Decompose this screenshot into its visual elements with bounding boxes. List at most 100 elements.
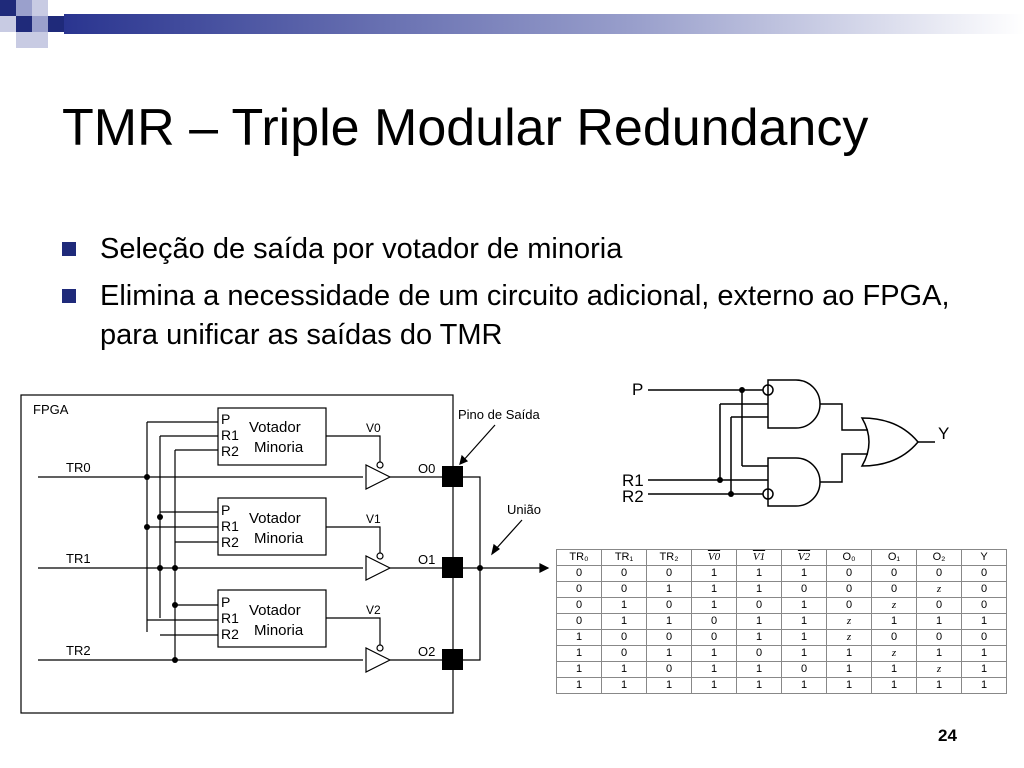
gate-input-r2: R2 bbox=[622, 487, 644, 506]
table-cell: z bbox=[871, 645, 917, 662]
table-cell: z bbox=[871, 597, 917, 614]
table-cell: 1 bbox=[556, 629, 602, 646]
output-label-o1: O1 bbox=[418, 552, 435, 567]
pin-label: Pino de Saída bbox=[458, 407, 540, 422]
minority-voter-gate-diagram: P R1 R2 Y bbox=[622, 379, 949, 507]
input-label-tr1: TR1 bbox=[66, 551, 91, 566]
table-cell: 0 bbox=[871, 565, 917, 582]
table-cell: 1 bbox=[601, 613, 647, 630]
table-cell: 1 bbox=[826, 677, 872, 694]
table-cell: 1 bbox=[781, 565, 827, 582]
port-label-r1: R1 bbox=[221, 518, 239, 534]
table-cell: 1 bbox=[601, 677, 647, 694]
table-cell: 0 bbox=[646, 597, 692, 614]
table-cell: 0 bbox=[691, 629, 737, 646]
table-cell: 1 bbox=[916, 645, 962, 662]
table-cell: 1 bbox=[691, 565, 737, 582]
port-label-r2: R2 bbox=[221, 626, 239, 642]
voter-subtitle: Minoria bbox=[254, 439, 304, 456]
bullet-text: Seleção de saída por votador de minoria bbox=[100, 233, 623, 265]
fpga-circuit-diagram: FPGA Pino de Saída União TR0 TR1 TR2 V0 … bbox=[20, 394, 550, 714]
table-cell: 0 bbox=[826, 565, 872, 582]
port-label-p: P bbox=[221, 411, 230, 427]
table-cell: 0 bbox=[871, 581, 917, 598]
page-number: 24 bbox=[938, 726, 957, 745]
gate-input-r1: R1 bbox=[622, 471, 644, 490]
voter-subtitle: Minoria bbox=[254, 622, 304, 639]
column-header: TR₂ bbox=[646, 549, 692, 566]
voter-title: Votador bbox=[249, 510, 301, 527]
table-cell: 1 bbox=[646, 677, 692, 694]
bullet-list: Seleção de saída por votador de minoria … bbox=[62, 230, 982, 363]
output-label-o0: O0 bbox=[418, 461, 435, 476]
table-cell: 1 bbox=[646, 581, 692, 598]
voter-out-v2: V2 bbox=[366, 603, 381, 617]
table-cell: 1 bbox=[556, 661, 602, 678]
table-cell: 0 bbox=[601, 629, 647, 646]
table-cell: 0 bbox=[736, 645, 782, 662]
table-cell: z bbox=[916, 581, 962, 598]
table-cell: 1 bbox=[916, 677, 962, 694]
table-cell: 0 bbox=[961, 581, 1007, 598]
table-cell: 1 bbox=[736, 629, 782, 646]
table-cell: 1 bbox=[601, 597, 647, 614]
column-header: V0 bbox=[691, 549, 737, 566]
input-label-tr0: TR0 bbox=[66, 460, 91, 475]
table-cell: 1 bbox=[781, 597, 827, 614]
table-cell: 1 bbox=[646, 645, 692, 662]
table-cell: 0 bbox=[826, 597, 872, 614]
table-cell: 1 bbox=[781, 645, 827, 662]
table-cell: z bbox=[916, 661, 962, 678]
table-cell: 0 bbox=[556, 597, 602, 614]
table-cell: 1 bbox=[736, 613, 782, 630]
column-header: V2 bbox=[781, 549, 827, 566]
column-header: O₀ bbox=[826, 549, 872, 566]
table-cell: 0 bbox=[961, 565, 1007, 582]
column-header: Y bbox=[961, 549, 1007, 566]
voter-title: Votador bbox=[249, 602, 301, 619]
bullet-item: Elimina a necessidade de um circuito adi… bbox=[62, 277, 982, 355]
port-label-p: P bbox=[221, 594, 230, 610]
table-cell: 1 bbox=[961, 661, 1007, 678]
table-cell: 0 bbox=[556, 613, 602, 630]
fpga-label: FPGA bbox=[33, 402, 69, 417]
table-cell: 0 bbox=[916, 565, 962, 582]
voter-title: Votador bbox=[249, 419, 301, 436]
header-decoration bbox=[0, 0, 1024, 48]
table-cell: 0 bbox=[736, 597, 782, 614]
port-label-p: P bbox=[221, 502, 230, 518]
table-cell: 0 bbox=[556, 565, 602, 582]
union-label: União bbox=[507, 502, 541, 517]
bullet-text: Elimina a necessidade de um circuito adi… bbox=[100, 280, 950, 351]
table-cell: 1 bbox=[781, 613, 827, 630]
table-header-row: TR₀ TR₁ TR₂ V0 V1 V2 O₀ O₁ O₂ Y bbox=[556, 549, 1007, 566]
bullet-square-icon bbox=[62, 289, 76, 303]
table-cell: 1 bbox=[556, 677, 602, 694]
table-cell: z bbox=[826, 613, 872, 630]
voter-out-v0: V0 bbox=[366, 421, 381, 435]
table-cell: 1 bbox=[871, 661, 917, 678]
column-header: TR₁ bbox=[601, 549, 647, 566]
input-label-tr2: TR2 bbox=[66, 643, 91, 658]
table-cell: 1 bbox=[826, 645, 872, 662]
table-cell: 1 bbox=[736, 581, 782, 598]
table-cell: 1 bbox=[736, 677, 782, 694]
table-cell: 0 bbox=[916, 597, 962, 614]
table-cell: 1 bbox=[691, 597, 737, 614]
table-cell: 1 bbox=[691, 581, 737, 598]
table-cell: 1 bbox=[961, 645, 1007, 662]
table-cell: 0 bbox=[646, 565, 692, 582]
table-cell: 0 bbox=[646, 661, 692, 678]
column-header: O₁ bbox=[871, 549, 917, 566]
table-cell: 1 bbox=[961, 677, 1007, 694]
column-header: O₂ bbox=[916, 549, 962, 566]
table-cell: 0 bbox=[646, 629, 692, 646]
bullet-square-icon bbox=[62, 242, 76, 256]
